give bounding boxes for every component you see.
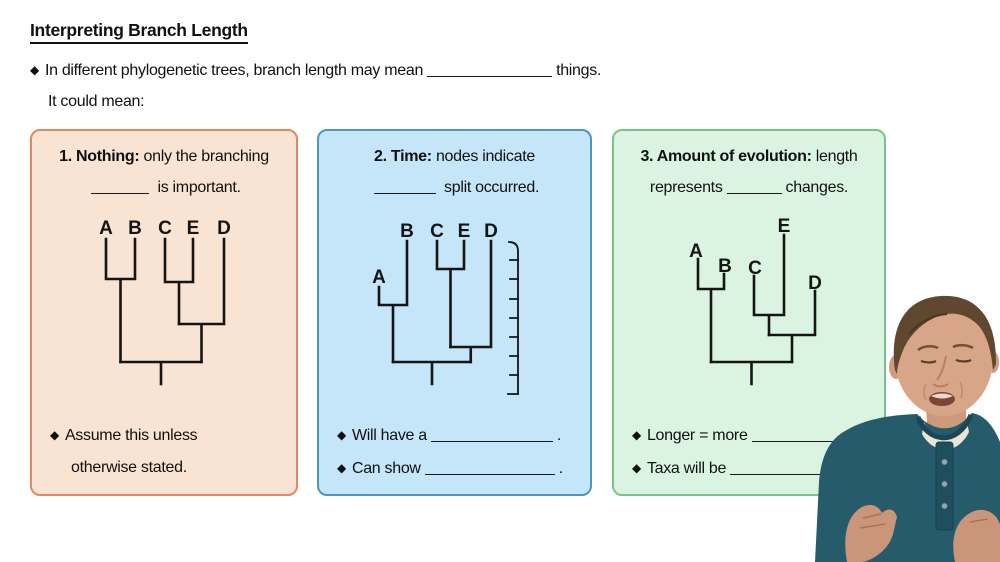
diamond-bullet-icon: ◆ — [30, 63, 39, 77]
instructor-photo — [815, 295, 1000, 562]
shirt-button — [940, 458, 949, 466]
taxon-label: D — [217, 218, 231, 239]
intro-text-post: things. — [556, 62, 602, 79]
taxon-label: C — [158, 218, 172, 239]
box3-bullet2-text: Taxa will be — [646, 460, 727, 477]
tree-branches — [377, 239, 493, 386]
taxon-label: E — [778, 216, 791, 237]
taxon-label: B — [128, 218, 142, 239]
box2-bullet2-text: Can show — [351, 460, 421, 477]
box2-bullet1-text: Will have a — [351, 427, 427, 444]
blank-line — [424, 461, 555, 475]
box2-header: 2. Time: nodes indicate split occurred. — [319, 141, 590, 203]
box3-header-rest: length — [811, 148, 858, 165]
blank-line — [751, 428, 847, 442]
box3-header-line2-pre: represents — [649, 179, 723, 196]
box2-header-rest: nodes indicate — [431, 148, 535, 165]
box2-bullets: ◆ Will have a. ◆ Can show. — [337, 419, 584, 485]
teeth — [931, 393, 953, 399]
henley-collar — [915, 413, 974, 441]
instructor-hair — [893, 295, 997, 374]
taxon-label: C — [748, 258, 762, 279]
box3-header: 3. Amount of evolution: length represent… — [614, 141, 884, 203]
hair-strand — [908, 313, 948, 335]
intro-text-pre: In different phylogenetic trees, branch … — [44, 62, 424, 79]
undershirt — [922, 422, 969, 450]
diamond-bullet-icon: ◆ — [50, 428, 59, 442]
diamond-bullet-icon: ◆ — [337, 461, 346, 475]
concept-box-time: 2. Time: nodes indicate split occurred. … — [317, 129, 592, 496]
shirt-button — [940, 480, 949, 488]
phylogenetic-tree-time-scaled: A B C E D — [372, 221, 519, 395]
instructor-right-hand — [953, 509, 1000, 562]
box1-bullet1-line1: Assume this unless — [64, 427, 198, 444]
taxon-label: B — [718, 256, 732, 277]
box1-header-line2: is important. — [157, 179, 241, 196]
blank-line — [373, 180, 436, 194]
box2-header-bold: 2. Time: — [374, 148, 432, 165]
taxon-label: A — [99, 218, 113, 239]
diamond-bullet-icon: ◆ — [632, 461, 641, 475]
instructor-left-hand — [845, 505, 897, 562]
diamond-bullet-icon: ◆ — [632, 428, 641, 442]
hand-lines — [969, 518, 989, 523]
taxon-label: E — [458, 221, 471, 242]
box1-header-bold: 1. Nothing: — [59, 148, 140, 165]
concept-box-nothing: 1. Nothing: only the branching is import… — [30, 129, 298, 496]
box2-header-line2: split occurred. — [444, 179, 540, 196]
tree-branches — [104, 237, 226, 386]
box1-bullet1-line2: otherwise stated. — [71, 459, 187, 476]
blank-line — [427, 63, 553, 77]
box2-bullet1-period: . — [556, 427, 562, 444]
eyes-closed — [920, 358, 972, 364]
blank-line — [91, 180, 150, 194]
phylogenetic-tree-cladogram-1: A B C E D — [99, 218, 231, 386]
box1-bullets: ◆ Assume this unless otherwise stated. — [50, 419, 290, 484]
tree-branches — [696, 233, 817, 386]
eyebrows — [917, 343, 974, 352]
taxon-label: D — [808, 273, 822, 294]
box2-bullet2-period: . — [558, 460, 563, 477]
taxon-label: C — [430, 221, 444, 242]
hand-lines — [859, 513, 886, 529]
box1-header-rest: only the branching — [139, 148, 270, 165]
taxon-label: A — [372, 267, 386, 288]
box1-header: 1. Nothing: only the branching is import… — [32, 141, 296, 203]
instructor-face — [895, 300, 993, 416]
blank-line — [730, 461, 849, 475]
box3-bullet1-text: Longer = more — [646, 427, 748, 444]
phylogenetic-tree-branch-length: A B C E D — [689, 216, 822, 386]
box3-header-bold: 3. Amount of evolution: — [640, 148, 812, 165]
shirt-button — [940, 502, 949, 510]
taxon-label: E — [187, 218, 200, 239]
time-scale-ruler — [507, 241, 519, 395]
box3-bullets: ◆ Longer = more ◆ Taxa will be — [632, 419, 878, 485]
nose — [932, 355, 949, 388]
taxon-label: B — [400, 221, 414, 242]
blank-line — [726, 180, 782, 194]
blank-line — [430, 428, 553, 442]
intro-line2: It could mean: — [48, 93, 145, 110]
taxon-label: D — [484, 221, 498, 242]
taxon-label: A — [689, 241, 703, 262]
intro-bullet: ◆ In different phylogenetic trees, branch… — [30, 58, 601, 83]
smile-lines — [923, 381, 964, 401]
box3-header-line2-post: changes. — [785, 179, 849, 196]
page-title: Interpreting Branch Length — [30, 20, 248, 44]
diamond-bullet-icon: ◆ — [337, 428, 346, 442]
concept-box-amount-of-evolution: 3. Amount of evolution: length represent… — [612, 129, 886, 496]
